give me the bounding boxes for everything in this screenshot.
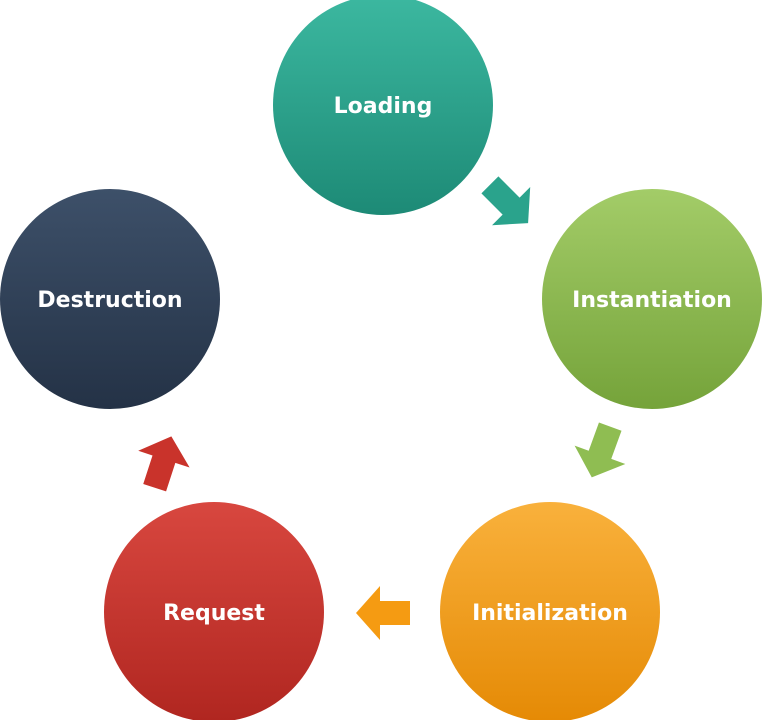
stage-instantiation: Instantiation <box>542 189 762 409</box>
stage-loading-circle <box>273 0 493 215</box>
stage-destruction-label: Destruction <box>37 288 182 313</box>
stage-destruction-circle <box>0 189 220 409</box>
stage-loading-label: Loading <box>334 94 433 119</box>
arrow-initialization-to-request-icon <box>356 586 410 640</box>
arrow-instantiation-to-initialization-icon <box>574 422 626 478</box>
stage-request: Request <box>104 502 324 720</box>
stage-initialization-label: Initialization <box>472 601 628 626</box>
stage-destruction: Destruction <box>0 189 220 409</box>
stage-loading: Loading <box>273 0 493 215</box>
arrow-request-to-destruction-icon <box>138 436 190 492</box>
arrow-loading-to-instantiation-icon <box>481 176 531 226</box>
stage-request-label: Request <box>163 601 265 626</box>
stage-request-circle <box>104 502 324 720</box>
stage-initialization: Initialization <box>440 502 660 720</box>
stage-instantiation-circle <box>542 189 762 409</box>
stage-initialization-circle <box>440 502 660 720</box>
stage-instantiation-label: Instantiation <box>572 288 732 313</box>
